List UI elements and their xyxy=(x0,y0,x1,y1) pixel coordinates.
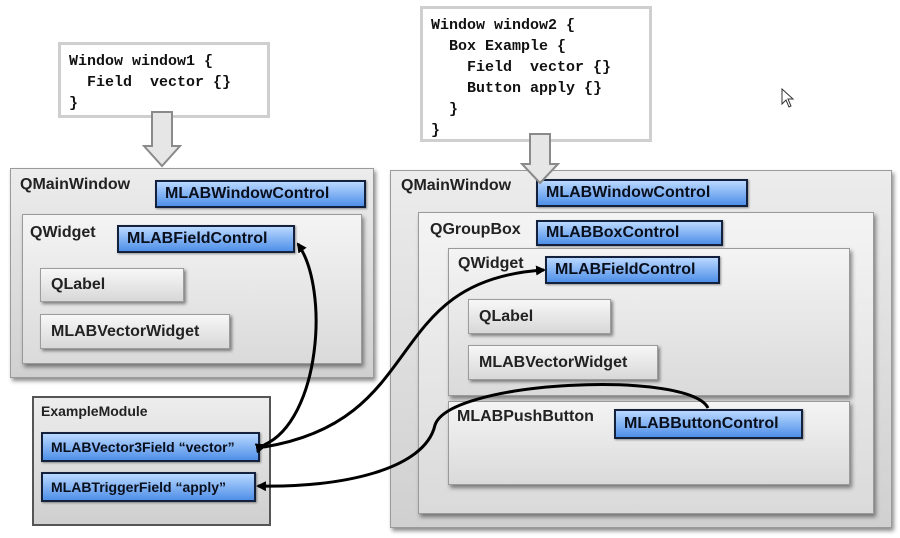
module-trigger-field: MLABTriggerField “apply” xyxy=(41,472,256,502)
left-widget-label: QWidget xyxy=(30,224,96,241)
button-connector xyxy=(256,383,710,492)
code-line: } xyxy=(431,122,441,139)
code-line: Window window1 { xyxy=(69,53,214,70)
down-arrow-left xyxy=(141,111,183,168)
code-line: } xyxy=(69,95,79,112)
code-line: Field vector {} xyxy=(69,74,232,91)
code-box-window1: Window window1 { Field vector {} } xyxy=(58,42,270,118)
left-window-control: MLABWindowControl xyxy=(155,180,366,208)
right-box-control: MLABBoxControl xyxy=(536,220,723,246)
code-line: } xyxy=(431,101,459,118)
code-line: Box Example { xyxy=(431,38,567,55)
left-field-connector xyxy=(254,242,318,453)
code-line: Button apply {} xyxy=(431,80,603,97)
right-main-window-label: QMainWindow xyxy=(401,177,512,194)
mouse-cursor-icon xyxy=(781,87,795,108)
code-line: Window window2 { xyxy=(431,17,576,34)
right-button-control: MLABButtonControl xyxy=(614,409,803,439)
left-main-window-label: QMainWindow xyxy=(20,176,131,193)
right-window-control: MLABWindowControl xyxy=(536,179,748,207)
code-line: Field vector {} xyxy=(431,59,612,76)
module-vector-field: MLABVector3Field “vector” xyxy=(41,432,260,462)
down-arrow-right xyxy=(519,133,561,185)
right-field-control: MLABFieldControl xyxy=(545,256,720,284)
code-box-window2: Window window2 { Box Example { Field vec… xyxy=(420,6,652,142)
left-qlabel: QLabel xyxy=(40,268,184,302)
right-field-connector xyxy=(255,265,546,454)
right-groupbox-label: QGroupBox xyxy=(430,221,521,238)
example-module-title: ExampleModule xyxy=(41,403,148,419)
left-vector-widget: MLABVectorWidget xyxy=(40,314,230,349)
